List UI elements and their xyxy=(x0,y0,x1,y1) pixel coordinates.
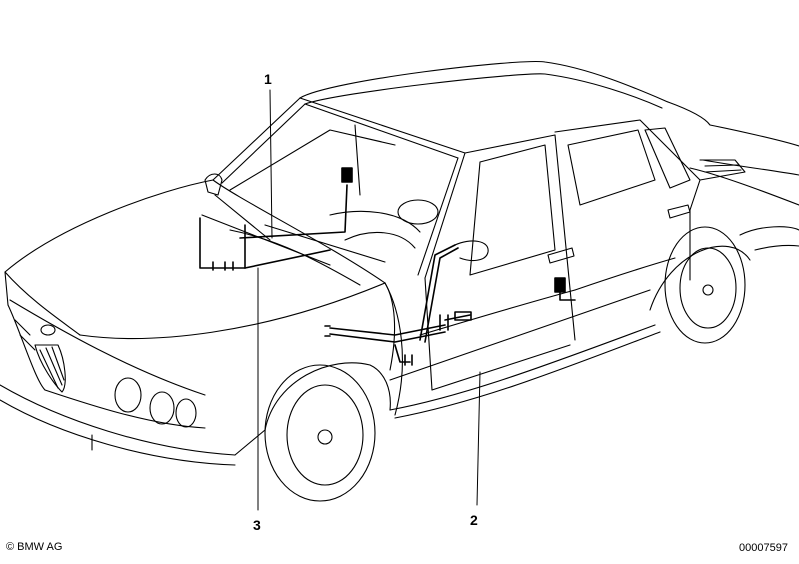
wiring-harness xyxy=(199,167,576,366)
callout-1: 1 xyxy=(264,71,272,87)
car-body xyxy=(0,60,799,502)
leader-lines xyxy=(257,89,481,511)
callout-2: 2 xyxy=(470,512,478,528)
copyright-notice: © BMW AG xyxy=(6,541,63,553)
image-number: 00007597 xyxy=(739,542,788,554)
callout-3: 3 xyxy=(253,517,261,533)
